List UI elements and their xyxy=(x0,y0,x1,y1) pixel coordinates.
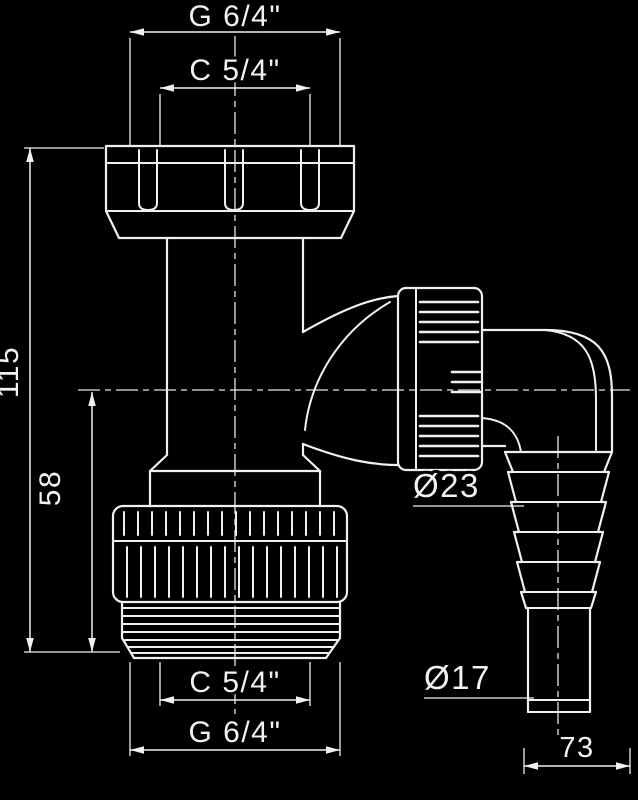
top-nut-castellation-slots xyxy=(138,149,320,211)
dim-top-g-extension-lines xyxy=(129,38,341,146)
dim-bottom-c: C 5/4" xyxy=(159,662,311,706)
dim-top-c: C 5/4" xyxy=(159,51,311,146)
label-hose-end-dia: Ø17 xyxy=(421,656,534,699)
branch-top-curve xyxy=(301,294,400,334)
elbow-inner-bend xyxy=(481,417,522,453)
bottom-thread xyxy=(120,600,342,660)
branch-nut-upper-thread-hatch xyxy=(418,300,480,344)
dim-label-top-c: C 5/4" xyxy=(189,54,280,87)
elbow-body xyxy=(480,328,614,454)
dim-115-extension-lines xyxy=(24,147,120,653)
lower-nut-upper-knurl-ticks xyxy=(123,511,335,536)
dim-label-top-g: G 6/4" xyxy=(188,0,281,33)
branch-nut-outline xyxy=(396,286,484,472)
dim-label-bottom-g: G 6/4" xyxy=(188,716,281,749)
dimension-annotations: G 6/4" C 5/4" 115 58 Ø23 C 5/4" xyxy=(0,0,631,774)
branch-transition xyxy=(301,294,400,467)
dim-label-115: 115 xyxy=(0,346,25,398)
thread-crest-lines xyxy=(121,607,341,654)
dim-label-bottom-c: C 5/4" xyxy=(189,666,280,699)
barb-right-outline xyxy=(588,450,614,714)
top-nut-rim-lines xyxy=(105,162,355,212)
inlet-pipe xyxy=(165,236,305,457)
lower-nut-lower-knurl-ticks xyxy=(126,546,338,598)
top-union-nut xyxy=(104,144,356,240)
branch-bottom-curve xyxy=(301,442,400,467)
lower-sleeve-sides xyxy=(148,469,322,508)
branch-nut-middle-hatch xyxy=(450,370,482,394)
branch-intersection-curve xyxy=(304,301,391,431)
elbow-outer-edge xyxy=(480,328,614,454)
label-side-outlet-dia: Ø23 xyxy=(410,464,524,507)
dim-top-g: G 6/4" xyxy=(129,0,341,146)
branch-nut-lower-thread-hatch xyxy=(418,414,480,458)
dim-label-dia17: Ø17 xyxy=(424,659,491,696)
dim-side-offset: 73 xyxy=(523,729,631,774)
lower-union-nut xyxy=(111,453,349,604)
dim-label-73: 73 xyxy=(559,732,594,764)
dim-label-58: 58 xyxy=(34,470,67,506)
dim-label-dia23: Ø23 xyxy=(413,467,480,504)
thread-outline xyxy=(120,600,342,660)
dim-lower-height: 58 xyxy=(31,392,96,652)
dim-bottom-g: G 6/4" xyxy=(129,662,341,756)
dim-bottom-g-extension-lines xyxy=(129,662,341,756)
top-nut-outline xyxy=(104,144,356,240)
barb-ridge-lines xyxy=(507,471,610,713)
dim-top-c-extension-lines xyxy=(159,94,311,146)
barb-left-outline xyxy=(503,450,530,714)
hose-barb-outlet xyxy=(503,450,614,714)
lower-flare xyxy=(148,453,322,473)
dim-overall-height: 115 xyxy=(0,147,120,653)
elbow-inner-wall xyxy=(544,329,597,451)
lower-nut-outline xyxy=(111,504,349,604)
branch-union-nut xyxy=(396,286,484,472)
